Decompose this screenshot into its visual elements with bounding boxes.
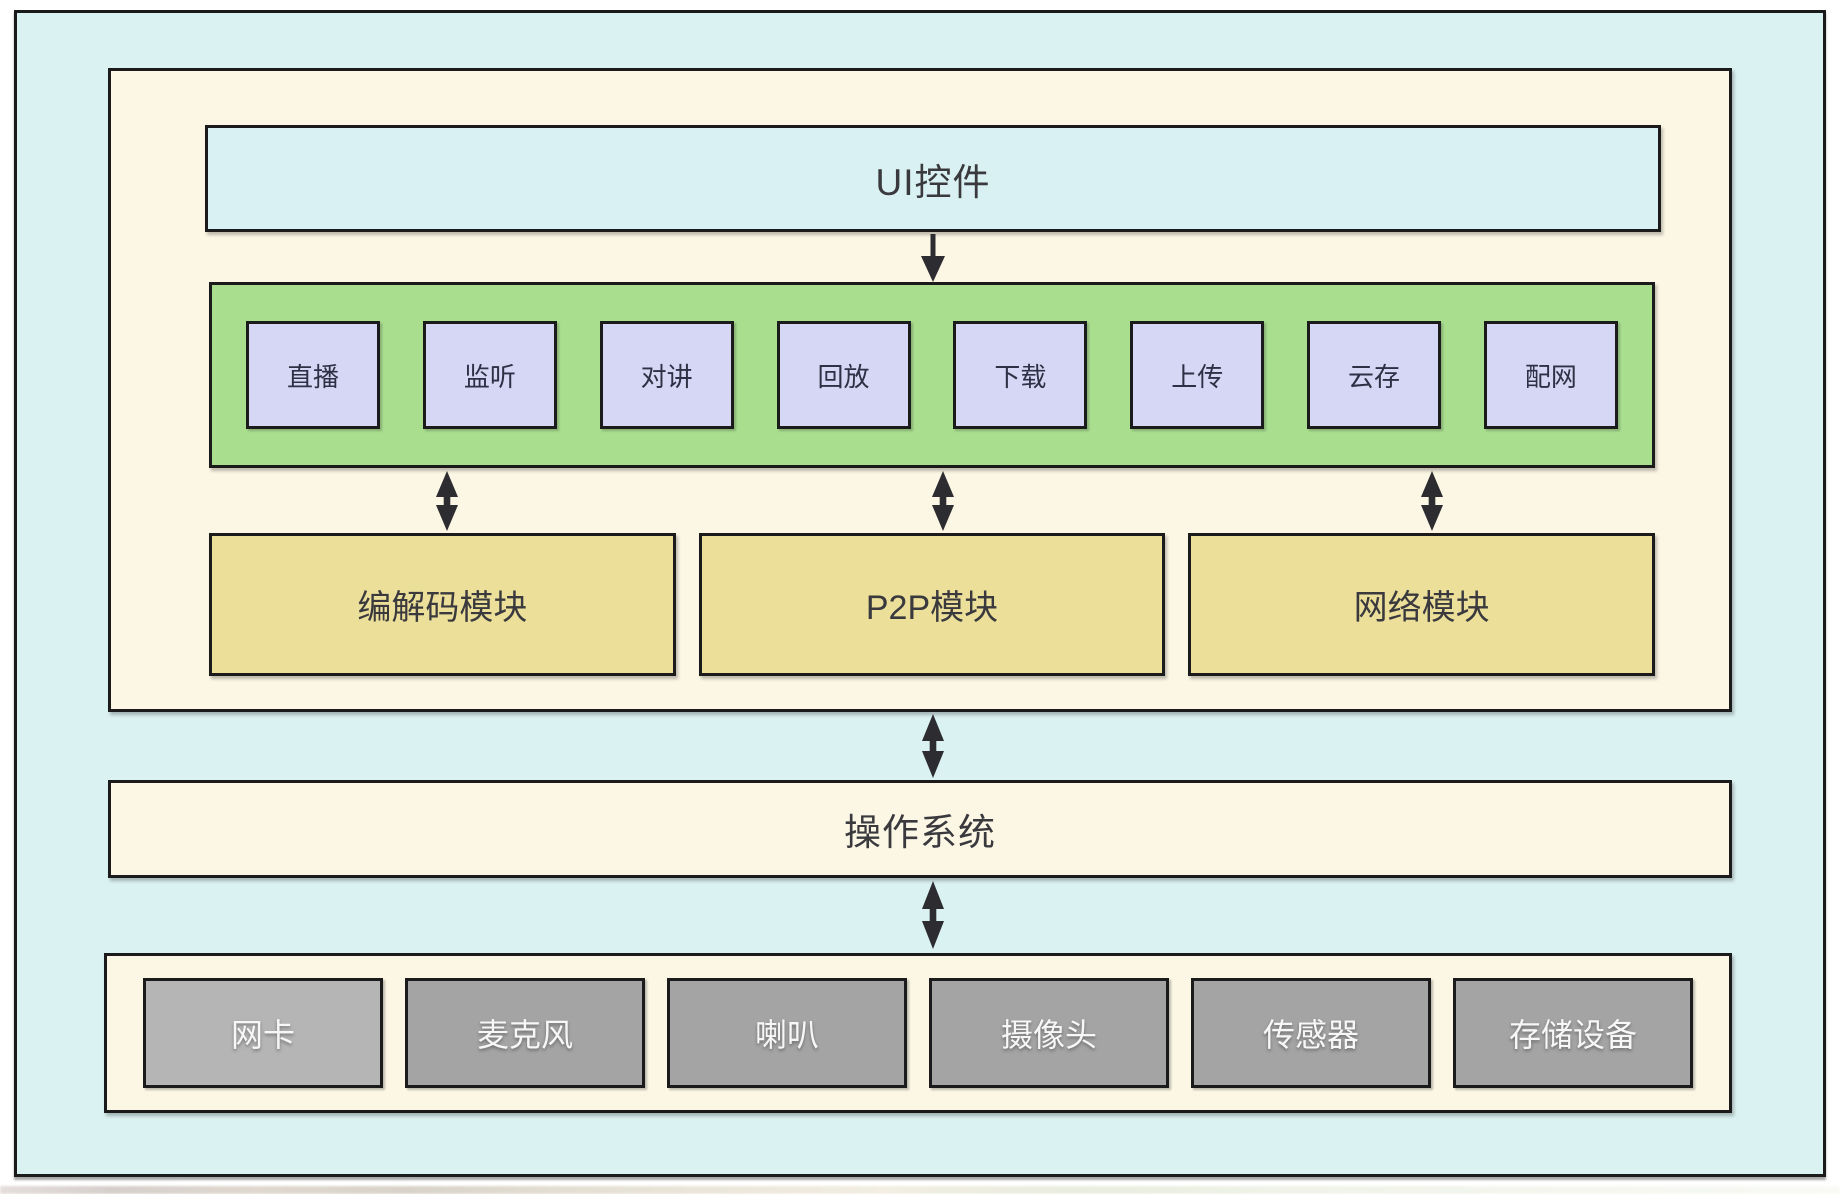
features-container: 直播 监听 对讲 回放 下载 上传 云存 配网: [209, 282, 1655, 468]
os-layer-box: 操作系统: [108, 780, 1732, 878]
module-box-p2p: P2P模块: [698, 533, 1166, 676]
feature-box: 直播: [246, 321, 380, 429]
feature-label: 监听: [463, 361, 516, 392]
hardware-label: 存储设备: [1508, 1017, 1637, 1053]
feature-label: 直播: [286, 361, 339, 392]
ui-controls-box: UI控件: [205, 125, 1661, 232]
app-to-os-arrow-icon: [922, 714, 944, 778]
module-box-codec: 编解码模块: [209, 533, 676, 676]
bottom-edge-artifact: [0, 1186, 1840, 1194]
feature-box: 对讲: [599, 321, 734, 429]
hardware-label: 传感器: [1262, 1017, 1359, 1053]
modules-row: 编解码模块 P2P模块 网络模块: [209, 533, 1656, 676]
module-label: 编解码模块: [357, 589, 528, 627]
hardware-box: 摄像头: [929, 978, 1169, 1088]
feature-box: 配网: [1483, 321, 1618, 429]
feature-label: 回放: [817, 361, 870, 392]
hardware-label: 摄像头: [1000, 1017, 1097, 1053]
module-label: P2P模块: [865, 589, 999, 627]
feature-box: 回放: [776, 321, 911, 429]
os-label: 操作系统: [844, 812, 996, 853]
os-to-hardware-arrow-icon: [922, 881, 944, 949]
feature-label: 云存: [1348, 361, 1401, 392]
hardware-box: 存储设备: [1453, 978, 1693, 1088]
feature-box: 云存: [1307, 321, 1442, 429]
ui-controls-label: UI控件: [875, 161, 991, 203]
feature-box: 监听: [422, 321, 557, 429]
feature-box: 下载: [953, 321, 1088, 429]
hardware-label: 网卡: [230, 1017, 295, 1053]
hardware-box: 传感器: [1191, 978, 1431, 1088]
feature-label: 上传: [1171, 361, 1224, 392]
ui-to-features-arrow-icon: [921, 234, 945, 282]
hardware-label: 喇叭: [754, 1017, 819, 1053]
hardware-box: 麦克风: [405, 978, 645, 1088]
features-to-network-arrow-icon: [1421, 471, 1443, 531]
hardware-label: 麦克风: [476, 1017, 573, 1053]
module-label: 网络模块: [1353, 589, 1490, 627]
features-to-p2p-arrow-icon: [932, 471, 954, 531]
feature-label: 下载: [994, 361, 1047, 392]
module-box-network: 网络模块: [1188, 533, 1656, 676]
hardware-layer-panel: 网卡 麦克风 喇叭 摄像头 传感器 存储设备: [104, 953, 1732, 1113]
features-to-codec-arrow-icon: [436, 471, 458, 531]
hardware-box: 网卡: [143, 978, 383, 1088]
feature-box: 上传: [1130, 321, 1265, 429]
feature-label: 对讲: [640, 361, 693, 392]
feature-label: 配网: [1524, 361, 1577, 392]
hardware-box: 喇叭: [667, 978, 907, 1088]
